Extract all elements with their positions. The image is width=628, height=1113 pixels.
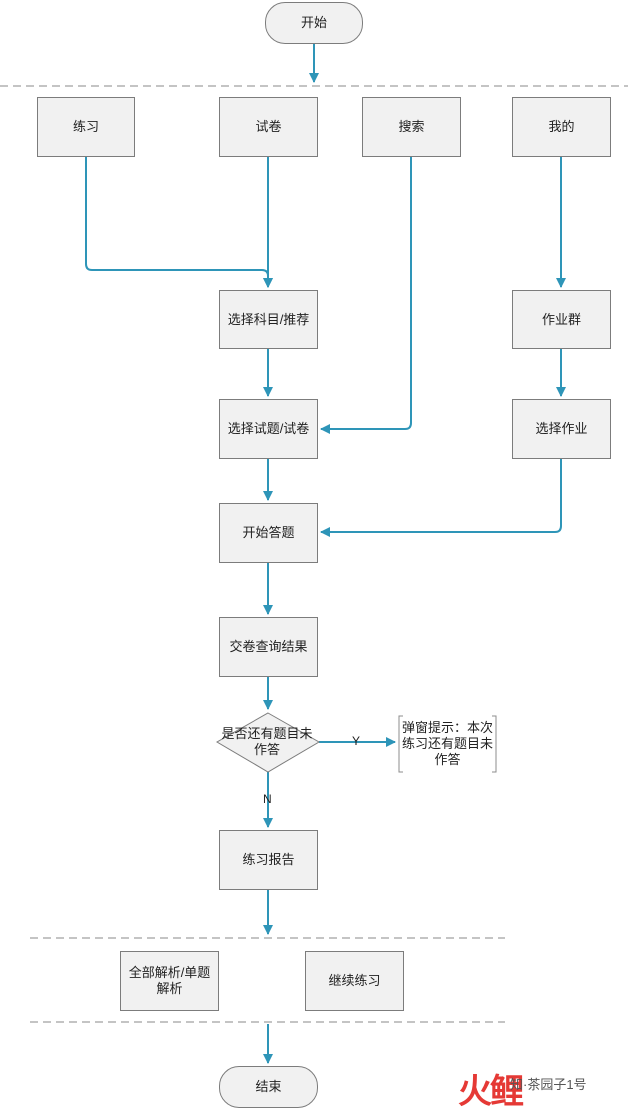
arrow-practice-to-subject xyxy=(85,156,273,288)
callout-bracket-left xyxy=(398,715,403,773)
select-question-node: 选择试题/试卷 xyxy=(219,399,318,459)
start-node: 开始 xyxy=(265,2,363,44)
watermark: 火鲤 知·茶园子1号 xyxy=(458,1060,628,1112)
yes-label: Y xyxy=(352,734,361,748)
continue-practice-node: 继续练习 xyxy=(305,951,404,1011)
select-subject-node: 选择科目/推荐 xyxy=(219,290,318,349)
watermark-logo: 火鲤 xyxy=(458,1072,524,1112)
practice-node: 练习 xyxy=(37,97,135,157)
watermark-text: 知·茶园子1号 xyxy=(510,1077,587,1092)
select-homework-node: 选择作业 xyxy=(512,399,611,459)
popup-callout: 弹窗提示：本次练习还有题目未作答 xyxy=(401,720,493,767)
all-analysis-node: 全部解析/单题解析 xyxy=(120,951,219,1011)
submit-query-node: 交卷查询结果 xyxy=(219,617,318,677)
decision-diamond xyxy=(216,712,320,773)
decision-label: 是否还有题目未作答 xyxy=(221,726,313,757)
report-node: 练习报告 xyxy=(219,830,318,890)
arrow-homework-to-answer xyxy=(320,458,562,537)
end-node: 结束 xyxy=(219,1066,318,1108)
mine-node: 我的 xyxy=(512,97,611,157)
search-node: 搜索 xyxy=(362,97,461,157)
exam-paper-node: 试卷 xyxy=(219,97,318,157)
arrow-search-to-question xyxy=(320,156,412,434)
callout-bracket-right xyxy=(492,715,497,773)
homework-group-node: 作业群 xyxy=(512,290,611,349)
start-answer-node: 开始答题 xyxy=(219,503,318,563)
no-label: N xyxy=(263,792,272,806)
